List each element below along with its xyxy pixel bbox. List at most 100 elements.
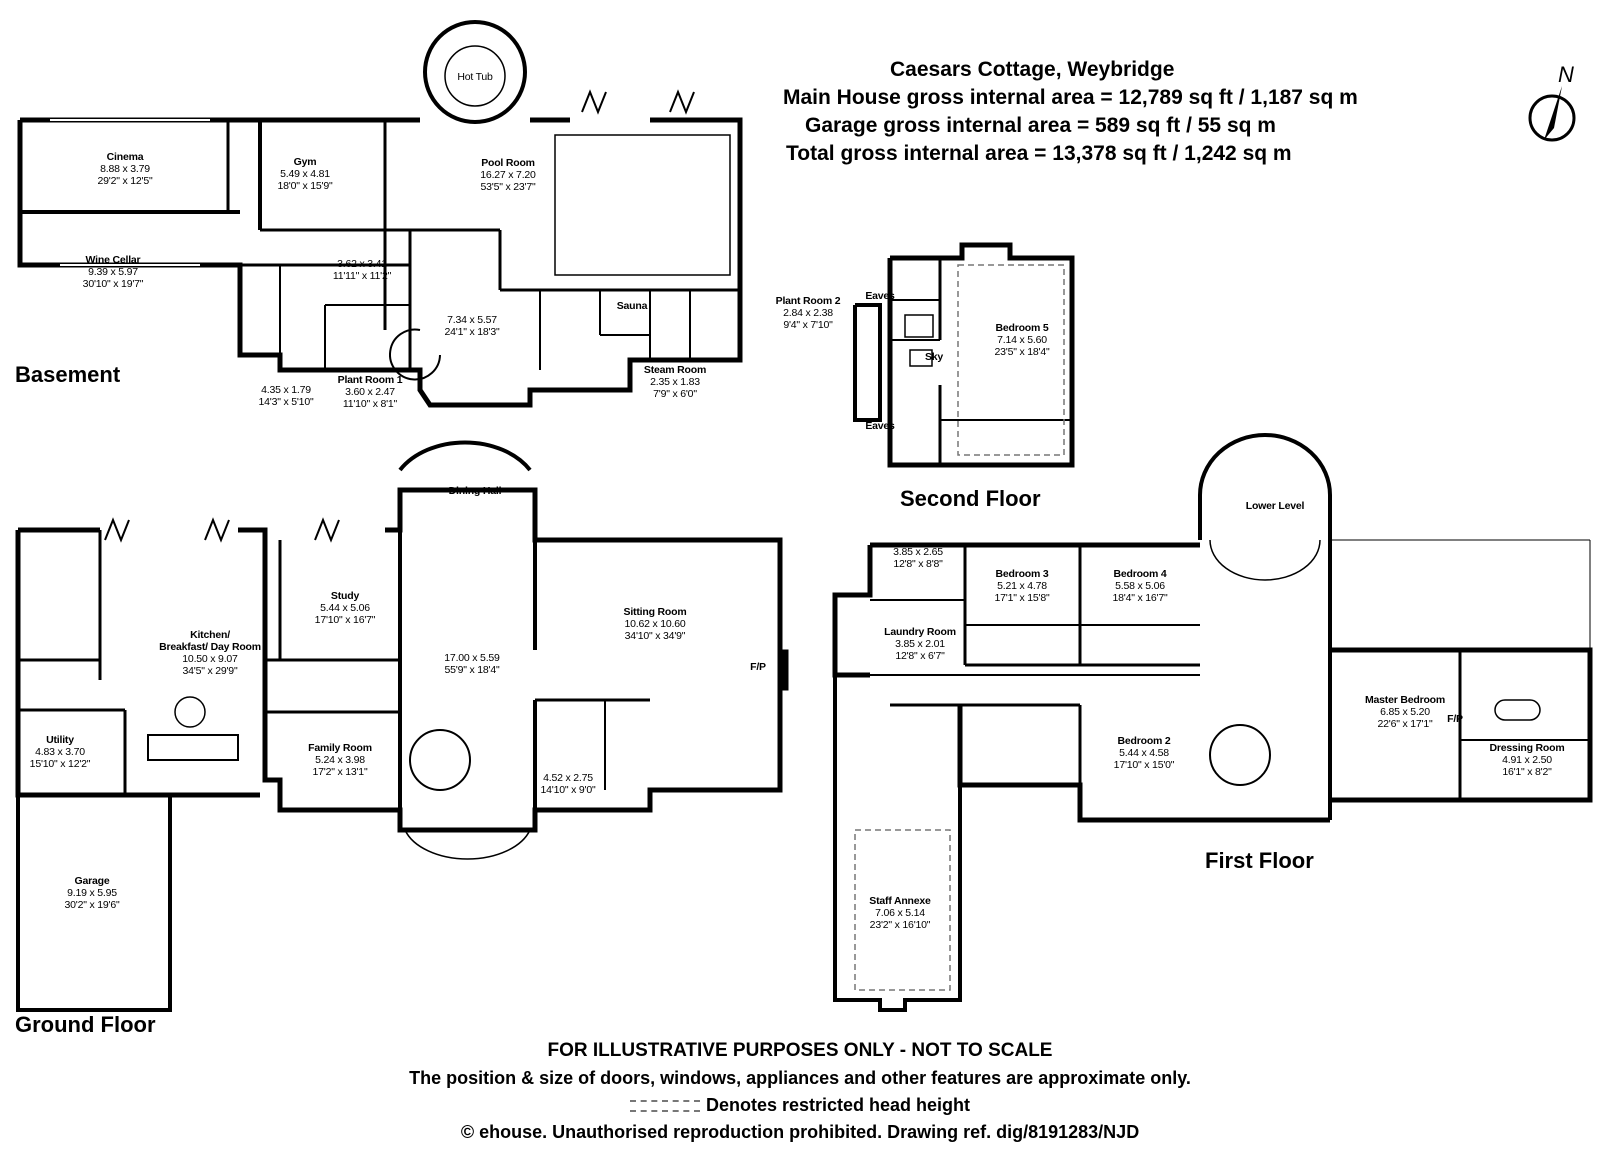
room-metric: 5.58 x 5.06 — [1115, 580, 1165, 592]
copyright-text: © ehouse. Unauthorised reproduction proh… — [460, 1122, 1140, 1142]
room-metric: 10.62 x 10.60 — [624, 618, 686, 630]
ground-floor-label: Ground Floor — [15, 1012, 156, 1037]
room-hot-tub: Hot Tub — [457, 71, 493, 83]
room-imperial: 17'1" x 15'8" — [994, 592, 1050, 604]
room-metric: 3.60 x 2.47 — [345, 386, 395, 398]
room-metric: 5.44 x 5.06 — [320, 602, 370, 614]
room-metric: 4.35 x 1.79 — [261, 384, 311, 396]
disclaimer-text: The position & size of doors, windows, a… — [409, 1068, 1191, 1088]
room-name: Dressing Room — [1489, 742, 1565, 754]
room-metric: 6.85 x 5.20 — [1380, 706, 1430, 718]
room-imperial: 29'2" x 12'5" — [97, 175, 153, 187]
room-eaves-bottom: Eaves — [865, 420, 895, 432]
basement-plan — [17, 20, 743, 408]
room-name: Sitting Room — [623, 606, 687, 618]
legend-text: Denotes restricted head height — [705, 1095, 971, 1115]
ground-floor-plan — [15, 440, 789, 1012]
room-name: Eaves — [865, 420, 895, 432]
fireplace-ground: F/P — [750, 661, 766, 673]
room-metric: 7.34 x 5.57 — [447, 314, 497, 326]
room-eaves-top: Eaves — [865, 290, 895, 302]
room-metric: 5.21 x 4.78 — [997, 580, 1047, 592]
room-imperial: 11'10" x 8'1" — [342, 398, 398, 410]
room-imperial: 9'4" x 7'10" — [783, 319, 833, 331]
room-metric: 2.84 x 2.38 — [783, 307, 833, 319]
room-imperial: 14'3" x 5'10" — [258, 396, 314, 408]
room-imperial: 34'10" x 34'9" — [624, 630, 686, 642]
garage-area: Garage gross internal area = 589 sq ft /… — [805, 114, 1276, 137]
room-imperial: 7'9" x 6'0" — [653, 388, 697, 400]
room-name: F/P — [1447, 713, 1463, 725]
room-imperial: 12'8" x 8'8" — [893, 558, 943, 570]
dashed-line-icon — [629, 1100, 700, 1113]
room-metric: 9.39 x 5.97 — [88, 266, 138, 278]
disclaimer-heading: FOR ILLUSTRATIVE PURPOSES ONLY - NOT TO … — [547, 1040, 1053, 1061]
room-imperial: 17'10" x 16'7" — [314, 614, 376, 626]
room-name: Bedroom 3 — [995, 568, 1049, 580]
total-area: Total gross internal area = 13,378 sq ft… — [786, 142, 1292, 165]
room-sky: Sky — [925, 351, 943, 363]
room-name: Utility — [46, 734, 74, 746]
first-floor-plan — [832, 433, 1593, 1012]
room-imperial: 34'5" x 29'9" — [182, 665, 238, 677]
room-imperial: 30'10" x 19'7" — [82, 278, 144, 290]
room-imperial: 17'10" x 15'0" — [1113, 759, 1175, 771]
room-name: Dining Hall — [448, 485, 502, 497]
room-sauna: Sauna — [617, 300, 648, 312]
room-name: Master Bedroom — [1364, 694, 1446, 706]
room-name: Study — [330, 590, 360, 602]
room-metric: 3.62 x 3.41 — [337, 258, 387, 270]
room-name: Plant Room 1 — [337, 374, 403, 386]
room-name: Plant Room 2 — [775, 295, 841, 307]
room-name-2: Breakfast/ Day Room — [159, 641, 261, 653]
room-imperial: 15'10" x 12'2" — [29, 758, 91, 770]
basement-label: Basement — [15, 362, 121, 387]
room-metric: 16.27 x 7.20 — [480, 169, 536, 181]
main-house-area: Main House gross internal area = 12,789 … — [783, 86, 1358, 109]
legend-restricted-height: Denotes restricted head height — [0, 1095, 1600, 1116]
room-name: Staff Annexe — [869, 895, 931, 907]
room-name: Eaves — [865, 290, 895, 302]
room-name: Hot Tub — [457, 71, 493, 83]
compass-north-label: N — [1558, 62, 1574, 87]
room-metric: 8.88 x 3.79 — [100, 163, 150, 175]
room-imperial: 23'2" x 16'10" — [869, 919, 931, 931]
room-imperial: 14'10" x 9'0" — [540, 784, 596, 796]
room-imperial: 18'0" x 15'9" — [277, 180, 333, 192]
room-imperial: 24'1" x 18'3" — [444, 326, 500, 338]
room-imperial: 22'6" x 17'1" — [1377, 718, 1433, 730]
compass-icon — [1528, 86, 1576, 142]
room-metric: 3.85 x 2.01 — [895, 638, 945, 650]
room-metric: 4.83 x 3.70 — [35, 746, 85, 758]
property-title: Caesars Cottage, Weybridge — [890, 58, 1175, 81]
room-imperial: 18'4" x 16'7" — [1112, 592, 1168, 604]
room-name: Gym — [293, 156, 317, 168]
room-imperial: 30'2" x 19'6" — [64, 899, 120, 911]
room-metric: 17.00 x 5.59 — [444, 652, 500, 664]
room-name: Bedroom 4 — [1113, 568, 1167, 580]
room-name: Garage — [74, 875, 110, 887]
room-name: Laundry Room — [884, 626, 956, 638]
room-metric: 7.06 x 5.14 — [875, 907, 925, 919]
room-name: Steam Room — [643, 364, 707, 376]
